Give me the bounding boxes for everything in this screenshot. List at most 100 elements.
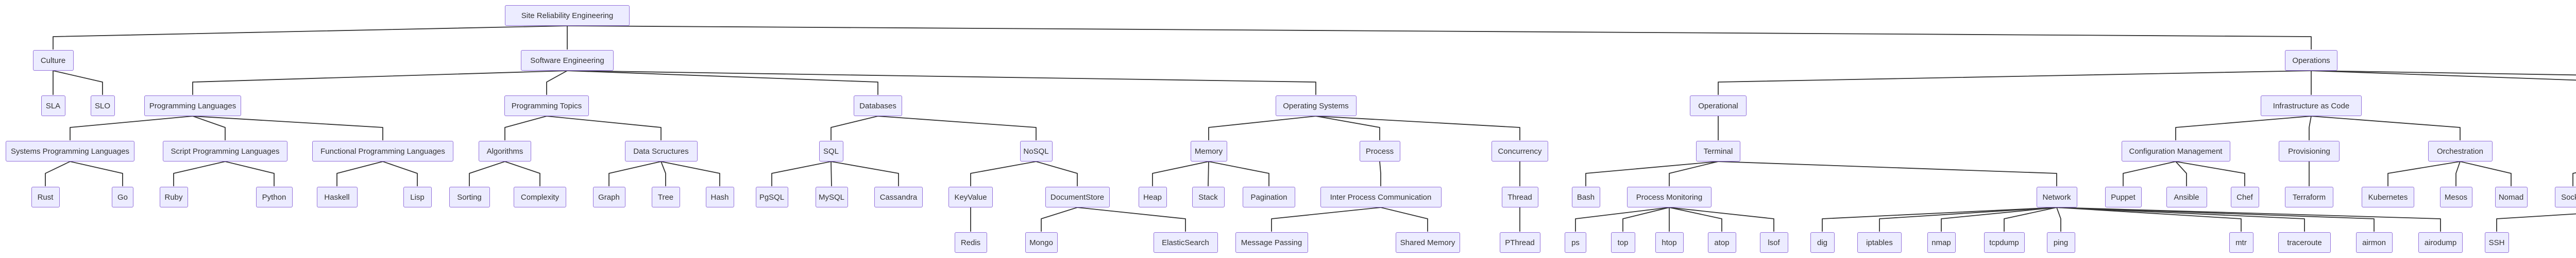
edge-nosql--documentstore [1035,160,1078,186]
node-label: Provisioning [2288,147,2330,156]
node-sorting: Sorting [449,187,490,207]
edge-sql--cassandra [830,160,899,186]
node-configuration_management: Configuration Management [2121,141,2230,162]
node-label: Rust [37,192,54,202]
node-script_programming_languages: Script Programming Languages [163,141,287,162]
node-label: Inter Process Communication [1330,192,1432,202]
edge-operating_systems--process [1315,115,1380,140]
node-process: Process [1359,141,1400,162]
edges [45,25,2576,232]
edge-documentstore--elasticsearch [1077,207,1186,232]
node-airmon: airmon [2355,232,2393,253]
edge-memory--heap [1152,160,1210,186]
node-terminal: Terminal [1696,141,1740,162]
node-label: Operating Systems [1283,101,1349,110]
node-atop: atop [1707,232,1736,253]
node-pgsql: PgSQL [755,187,788,207]
node-mtr: mtr [2229,232,2253,253]
edge-software_engineering--operating_systems [567,70,1316,95]
edge-network--mtr [2056,207,2242,232]
edge-systems_programming_languages--go [69,160,123,186]
edge-operating_systems--memory [1208,116,1316,140]
node-nomad: Nomad [2495,187,2528,207]
node-label: Haskell [324,192,350,202]
node-label: mtr [2235,238,2247,247]
node-sql: SQL [819,141,843,162]
node-label: SSH [2488,238,2505,247]
node-label: Sorting [457,192,482,202]
edge-configuration_management--chef [2175,160,2245,186]
node-label: Process Monitoring [1636,192,1703,202]
node-puppet: Puppet [2105,187,2142,207]
node-label: Kubernetes [2368,192,2408,202]
edge-process--inter_process_communication [1379,161,1381,186]
node-label: ElasticSearch [1162,238,1209,247]
edge-programming_languages--functional_programming_languages [192,116,383,140]
node-operating_systems: Operating Systems [1275,95,1357,116]
edge-programming_topics--data_structures [546,116,662,140]
node-rust: Rust [31,187,60,207]
edge-data_structures--hash [660,160,720,186]
node-lsof: lsof [1759,232,1788,253]
node-label: Shared Memory [1400,238,1455,247]
node-shared_memory: Shared Memory [1395,232,1460,253]
edge-sql--pgsql [771,160,832,186]
edge-programming_languages--script_programming_languages [192,115,226,140]
node-label: Terminal [1703,147,1733,156]
edge-process_monitoring--ps [1575,206,1670,232]
node-label: Culture [40,56,66,65]
node-label: Chef [2236,192,2253,202]
node-tcpdump: tcpdump [1984,232,2025,253]
node-mysql: MySQL [815,187,848,207]
node-label: ping [2053,238,2069,247]
node-label: Ruby [164,192,183,202]
node-ssh: SSH [2484,232,2509,253]
node-data_structures: Data Scructures [624,141,698,162]
node-functional_programming_languages: Functional Programming Languages [312,141,453,162]
node-kubernetes: Kubernetes [2362,187,2414,207]
node-inter_process_communication: Inter Process Communication [1320,187,1442,207]
edge-process_monitoring--lsof [1669,207,1774,232]
node-label: DocumentStore [1050,192,1105,202]
node-sre: Site Reliability Engineering [505,5,630,26]
node-label: Memory [1194,147,1223,156]
edge-network--airmon [2056,207,2375,232]
node-orchestration: Orchestration [2428,141,2493,162]
edge-script_programming_languages--python [224,160,275,186]
node-bash: Bash [1571,187,1600,207]
node-label: Orchestration [2436,147,2484,156]
node-label: airodump [2424,238,2457,247]
node-label: Systems Programming Languages [10,147,130,156]
node-hash: Hash [705,187,734,207]
node-label: htop [1662,238,1677,247]
node-mongo: Mongo [1025,232,1058,253]
edge-algorithms--complexity [504,160,540,186]
node-label: NoSQL [1023,147,1049,156]
edge-sre--culture [53,25,568,50]
node-chef: Chef [2230,187,2259,207]
edge-network--traceroute [2056,207,2305,232]
node-dig: dig [1810,232,1835,253]
edge-algorithms--sorting [469,160,506,186]
edge-configuration_management--ansible [2175,160,2187,186]
node-label: Mesos [2444,192,2468,202]
edge-sql--mysql [831,161,832,186]
node-label: Functional Programming Languages [320,147,445,156]
node-label: dig [1817,238,1828,247]
edge-inter_process_communication--message_passing [1271,207,1381,232]
node-culture: Culture [32,50,74,71]
node-ruby: Ruby [159,187,188,207]
edge-tcp--ssh [2496,213,2576,232]
node-documentstore: DocumentStore [1045,187,1110,207]
node-label: PgSQL [759,192,785,202]
node-label: Script Programming Languages [171,147,280,156]
node-lisp: Lisp [403,187,432,207]
node-label: tcpdump [1989,238,2019,247]
edge-network--iptables [1879,207,2057,232]
node-label: Go [117,192,128,202]
edge-network--dig [1822,207,2057,232]
node-label: Process [1365,147,1394,156]
edge-functional_programming_languages--haskell [336,160,384,186]
